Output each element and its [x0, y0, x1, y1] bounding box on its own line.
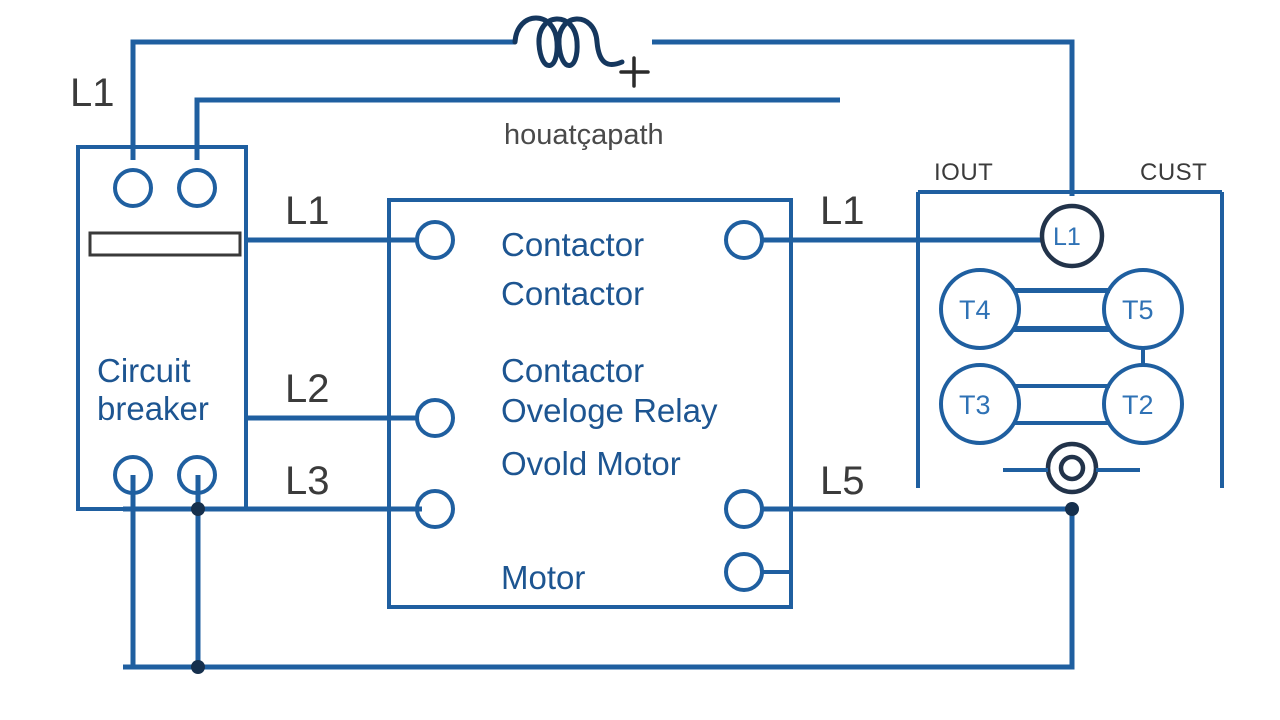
junction-dot-left-lower	[191, 660, 205, 674]
contactor-terminal-left-1[interactable]	[415, 220, 455, 260]
junction-dot-ground	[1065, 502, 1079, 516]
control-loop-wire-left	[130, 39, 515, 160]
contactor-text-3: Oveloge Relay	[501, 392, 718, 429]
label-phase-l3: L3	[285, 459, 330, 503]
bottom-return-wire-main	[123, 509, 1075, 670]
contactor-terminal-left-3[interactable]	[415, 489, 455, 529]
terminal-t4-label: T4	[959, 295, 991, 325]
label-iout: IOUT	[934, 159, 993, 186]
label-out-l1: L1	[820, 189, 865, 233]
label-phase-l2: L2	[285, 367, 330, 411]
terminal-t3-label: T3	[959, 390, 991, 420]
breaker-label-line2: breaker	[97, 390, 209, 427]
t4-inner-fill	[944, 273, 1016, 345]
terminal-l1-label: L1	[1053, 223, 1081, 251]
coil-symbol	[512, 15, 625, 68]
contactor-text-1: Contactor	[501, 275, 644, 312]
label-out-l5: L5	[820, 459, 865, 503]
terminal-t2[interactable]	[1102, 363, 1184, 445]
junction-dot-left-upper	[191, 502, 205, 516]
breaker-switch-bar[interactable]	[88, 231, 242, 257]
contactor-terminal-right-1[interactable]	[724, 220, 764, 260]
terminal-t3[interactable]	[939, 363, 1021, 445]
label-supply-l1: L1	[70, 71, 115, 115]
label-phase-l1: L1	[285, 189, 330, 233]
control-loop-wire-right	[652, 39, 1075, 196]
contactor-terminal-right-2[interactable]	[724, 489, 764, 529]
terminal-t5-label: T5	[1122, 295, 1154, 325]
contactor-text-2: Contactor	[501, 352, 644, 389]
contactor-text-0: Contactor	[501, 226, 644, 263]
coil-plus-icon	[619, 56, 650, 88]
terminal-l1-ring[interactable]	[1039, 203, 1105, 269]
contactor-terminal-left-2[interactable]	[415, 398, 455, 438]
contactor-text-4: Ovold Motor	[501, 445, 681, 482]
contactor-box-body[interactable]	[387, 198, 793, 609]
breaker-terminal-top-left[interactable]	[113, 168, 153, 208]
t5-inner-fill	[1107, 273, 1179, 345]
breaker-terminal-top-right[interactable]	[177, 168, 217, 208]
label-cust: CUST	[1140, 159, 1207, 186]
ground-terminal-inner-ring	[1058, 454, 1086, 482]
control-path-wire	[194, 97, 840, 160]
breaker-label-line1: Circuit	[97, 352, 191, 389]
terminal-t2-label: T2	[1122, 390, 1154, 420]
label-control-path: houatçapath	[504, 119, 664, 151]
circuit-breaker-body[interactable]	[76, 145, 248, 511]
contactor-terminal-right-3[interactable]	[724, 552, 764, 592]
contactor-text-5: Motor	[501, 559, 585, 596]
